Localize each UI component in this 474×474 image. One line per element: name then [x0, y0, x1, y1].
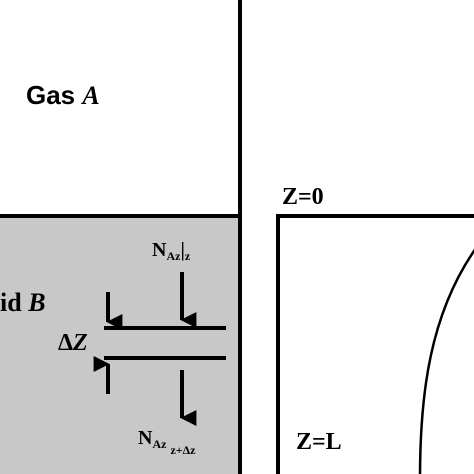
- interface-curve: [418, 248, 474, 474]
- delta-z-label: ΔZ: [58, 330, 88, 356]
- z-l-label: Z=L: [296, 429, 342, 455]
- z-domain-box: [276, 214, 474, 474]
- gas-a-label: Gas A: [26, 80, 100, 110]
- liquid-b-label: id B: [0, 288, 46, 317]
- right-panel: Z=0 Z=L: [276, 184, 474, 474]
- z-zero-label: Z=0: [282, 184, 324, 210]
- flux-in-label: NAz|z: [152, 239, 191, 263]
- liquid-b-region: [0, 214, 242, 474]
